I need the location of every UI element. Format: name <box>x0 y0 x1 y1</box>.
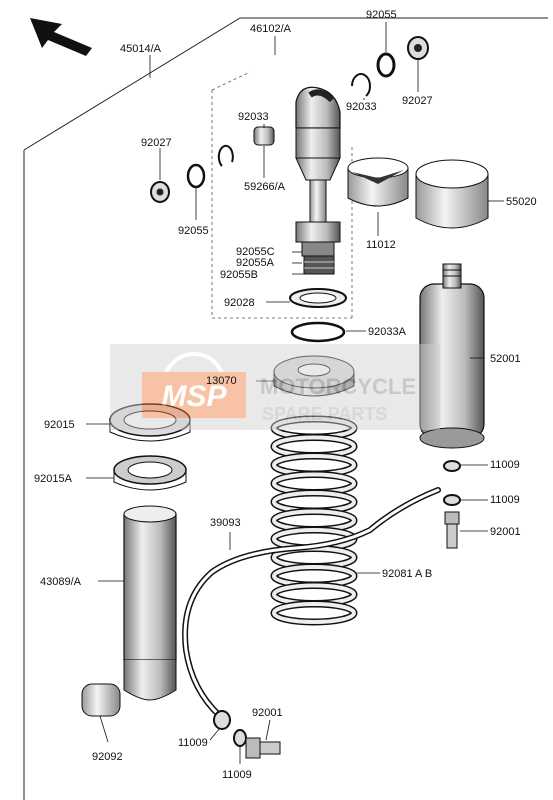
part-label-92033-mid: 92033 <box>238 111 269 123</box>
bolt-92001-b <box>245 737 281 759</box>
shock-eye-shaft <box>295 86 341 275</box>
leader-lines <box>86 22 504 764</box>
damper-body-43089 <box>123 505 177 701</box>
locknut-92015 <box>109 403 191 442</box>
part-labels: 45014/A 46102/A 92055 92027 92033 92033 92027 5… <box>34 9 537 781</box>
part-label-11009-r1: 11009 <box>490 459 520 471</box>
watermark: MSP MOTORCYCLE SPARE PARTS <box>110 344 440 430</box>
part-label-39093: 39093 <box>210 517 241 529</box>
ring-92055-top <box>376 52 396 78</box>
watermark-line1: MOTORCYCLE <box>260 374 416 399</box>
part-label-92015: 92015 <box>44 419 75 431</box>
part-label-11009-b2: 11009 <box>222 769 252 781</box>
part-label-59266a: 59266/A <box>244 181 286 193</box>
watermark-logo-icon: MSP <box>142 352 246 418</box>
part-label-46102a: 46102/A <box>250 23 292 35</box>
part-label-43089a: 43089/A <box>40 576 82 588</box>
part-label-92092: 92092 <box>92 751 123 763</box>
part-label-11012: 11012 <box>366 239 396 251</box>
spring-seat-13070 <box>273 355 355 397</box>
washer-11009-b2 <box>233 729 247 747</box>
part-label-92027-top: 92027 <box>402 95 433 107</box>
part-label-92055-top: 92055 <box>366 9 397 21</box>
part-label-92033-top: 92033 <box>346 101 377 113</box>
reservoir-52001 <box>419 263 485 449</box>
circlip-92033-left <box>217 144 234 167</box>
part-label-13070: 13070 <box>206 375 237 387</box>
part-label-11009-b1: 11009 <box>178 737 208 749</box>
part-label-52001: 52001 <box>490 353 521 365</box>
watermark-line2: SPARE PARTS <box>262 404 387 424</box>
washer-92027-top <box>407 36 429 60</box>
part-label-92001-r: 92001 <box>490 526 521 538</box>
circlip-92033-top <box>351 73 371 97</box>
part-label-55020: 55020 <box>506 196 537 208</box>
washer-11009-r1 <box>443 460 461 472</box>
part-label-11009-r2: 11009 <box>490 494 520 506</box>
hose-39093-inner <box>183 488 440 718</box>
assembly-outline <box>23 17 548 800</box>
washer-11009-r2 <box>443 494 461 506</box>
washer-92028 <box>289 288 347 308</box>
part-label-92027-left: 92027 <box>141 137 172 149</box>
part-label-92055-left: 92055 <box>178 225 209 237</box>
part-label-92055b: 92055B <box>220 269 258 281</box>
part-label-92081ab: 92081 A B <box>382 568 432 580</box>
washer-11009-b1 <box>213 710 231 730</box>
ring-92055-left <box>186 163 206 189</box>
spring-coil <box>272 602 356 624</box>
part-label-92055c: 92055C <box>236 246 275 258</box>
collar-11012 <box>347 157 409 207</box>
bushing-92092 <box>81 683 121 717</box>
part-label-92033a: 92033A <box>368 326 407 338</box>
part-label-92015a: 92015A <box>34 473 73 485</box>
direction-arrow-icon <box>30 18 92 56</box>
spring-92081 <box>270 415 358 626</box>
cap-55020 <box>415 159 489 229</box>
part-label-92001-b: 92001 <box>252 707 283 719</box>
part-label-92055a: 92055A <box>236 257 275 269</box>
washer-92027-left <box>150 181 170 203</box>
watermark-logo-text: MSP <box>161 380 227 413</box>
locknut-92015a <box>113 455 187 491</box>
bushing-59266 <box>253 126 275 146</box>
part-label-92028: 92028 <box>224 297 255 309</box>
bolt-92001-r <box>444 511 460 549</box>
part-label-45014a: 45014/A <box>120 43 162 55</box>
ring-92033a <box>290 321 346 343</box>
